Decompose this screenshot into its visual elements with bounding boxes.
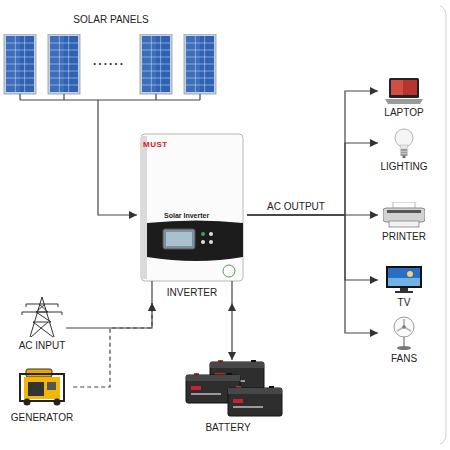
node-label: FANS (391, 353, 417, 365)
fan-icon (392, 316, 416, 350)
node-icon (18, 368, 66, 406)
node-label: SOLAR PANELS (73, 14, 148, 26)
connector (247, 215, 378, 333)
brand-logo: MUST (143, 140, 168, 150)
ellipsis-mark: ...... (93, 54, 125, 68)
solar-panel-array (0, 34, 222, 104)
connector (247, 143, 378, 215)
printer-icon (383, 202, 425, 228)
generator-icon (18, 368, 66, 406)
node-label: AC INPUT (19, 340, 66, 352)
grid-input-node: AC INPUT (18, 296, 66, 352)
node-icon (386, 266, 422, 294)
node-label: PRINTER (382, 231, 426, 243)
connector (247, 91, 378, 215)
node-icon (18, 296, 66, 338)
load-node: LIGHTING (378, 128, 430, 173)
edge-label: AC OUTPUT (265, 201, 327, 213)
node-icon (0, 34, 222, 104)
tv-icon (386, 266, 422, 294)
connector (66, 303, 152, 328)
load-node: PRINTER (378, 202, 430, 243)
battery-bank (170, 360, 286, 418)
power-tower-icon (18, 296, 66, 338)
load-node: TV (378, 266, 430, 309)
node-label: INVERTER (137, 287, 247, 299)
node-label: GENERATOR (11, 412, 73, 424)
product-name: Solar Inverter (164, 211, 209, 220)
frame-line (440, 6, 446, 444)
connector (231, 303, 232, 360)
laptop-icon (385, 78, 423, 104)
connector (98, 104, 137, 215)
node-label: LIGHTING (380, 161, 427, 173)
node-icon (170, 360, 286, 418)
node-label: TV (398, 297, 411, 309)
node-icon (393, 128, 415, 158)
connector (247, 215, 378, 280)
node-icon (385, 78, 423, 104)
node-icon (392, 316, 416, 350)
node-label: LAPTOP (384, 107, 423, 119)
node-icon (383, 202, 425, 228)
load-node: FANS (378, 316, 430, 365)
bulb-icon (393, 128, 415, 158)
connector (73, 303, 152, 387)
node-label: BATTERY (205, 422, 250, 434)
battery-node: BATTERY (170, 360, 286, 434)
load-node: LAPTOP (378, 78, 430, 119)
generator-node: GENERATOR (11, 368, 73, 424)
